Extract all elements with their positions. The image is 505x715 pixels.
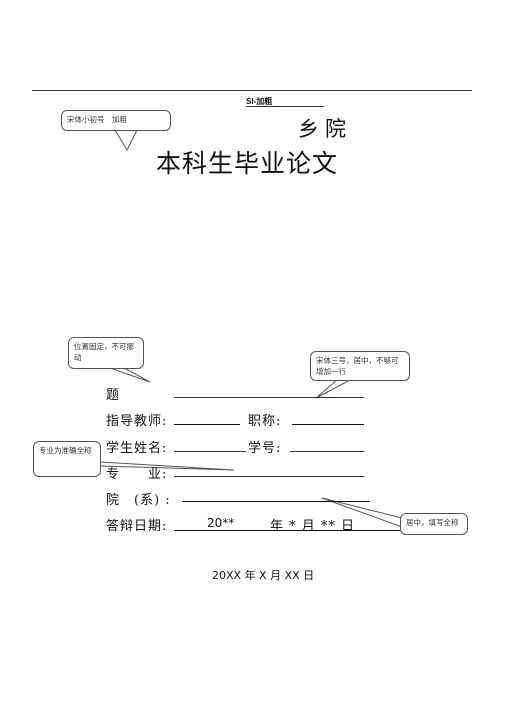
defense-date-rest: 年 * 月 ** 日: [270, 519, 356, 534]
college-name: 乡院: [298, 117, 352, 141]
rank-label: 职称:: [248, 414, 282, 429]
topic-label: 题: [106, 388, 121, 403]
major-note-pointer: [99, 461, 235, 471]
major-label: 专 业:: [106, 467, 168, 482]
rank-line: [292, 424, 364, 425]
major-note-callout: 专业为准确全称: [33, 441, 101, 477]
thesis-title: 本科生毕业论文: [156, 149, 339, 178]
student-id-label: 学号:: [248, 441, 282, 456]
font-note-pointer: [114, 129, 138, 152]
advisor-label: 指导教师:: [106, 414, 168, 429]
top-rule: [32, 90, 472, 91]
major-line: [174, 476, 364, 477]
topic-line: [174, 397, 364, 398]
student-line: [174, 451, 246, 452]
dept-line: [182, 501, 370, 502]
position-note-callout: 位置固定，不可挪动: [68, 337, 144, 369]
cover-date: 20XX 年 X 月 XX 日: [212, 569, 315, 582]
title-note-callout: 宋体三号，居中，不够可增加一行: [310, 351, 410, 381]
si-label: SI-加粗: [246, 97, 273, 106]
advisor-line: [174, 424, 240, 425]
defense-label: 答辩日期:: [106, 519, 168, 534]
student-label: 学生姓名:: [106, 441, 168, 456]
student-id-line: [290, 451, 364, 452]
center-note-pointer: [321, 497, 403, 528]
title-note-pointer: [315, 378, 353, 399]
dept-label: 院 (系) :: [106, 493, 171, 508]
defense-line: [174, 530, 400, 531]
defense-year: 20**: [207, 516, 235, 530]
position-note-pointer: [109, 367, 151, 383]
center-note-callout: 居中，填写全称: [400, 513, 468, 535]
font-note-callout: 宋体小初号 加粗: [61, 110, 171, 131]
si-underline: [246, 106, 324, 107]
